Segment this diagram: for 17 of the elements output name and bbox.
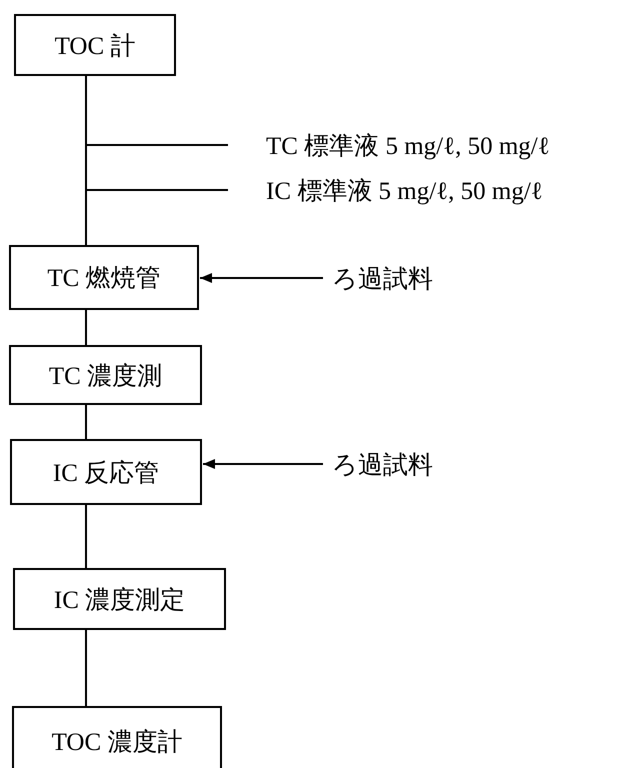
process-box: IC 反応管 — [10, 439, 202, 505]
connector-line — [85, 405, 87, 439]
side-label: ろ過試料 — [332, 260, 462, 296]
side-label: ろ過試料 — [332, 446, 462, 482]
process-box: TOC 計 — [14, 14, 176, 76]
connector-line — [85, 630, 87, 706]
process-box: TC 濃度測 — [9, 345, 202, 405]
process-box: IC 濃度測定 — [13, 568, 226, 630]
process-box: TOC 濃度計 — [12, 706, 222, 768]
side-label: TC 標準液 5 mg/ℓ, 50 mg/ℓ — [266, 127, 638, 163]
arrow — [203, 459, 323, 469]
arrow — [200, 273, 323, 283]
side-label: IC 標準液 5 mg/ℓ, 50 mg/ℓ — [266, 172, 638, 208]
connector-line — [85, 505, 87, 568]
connector-line — [85, 310, 87, 345]
connector-line — [85, 189, 228, 245]
process-box: TC 燃焼管 — [9, 245, 199, 310]
